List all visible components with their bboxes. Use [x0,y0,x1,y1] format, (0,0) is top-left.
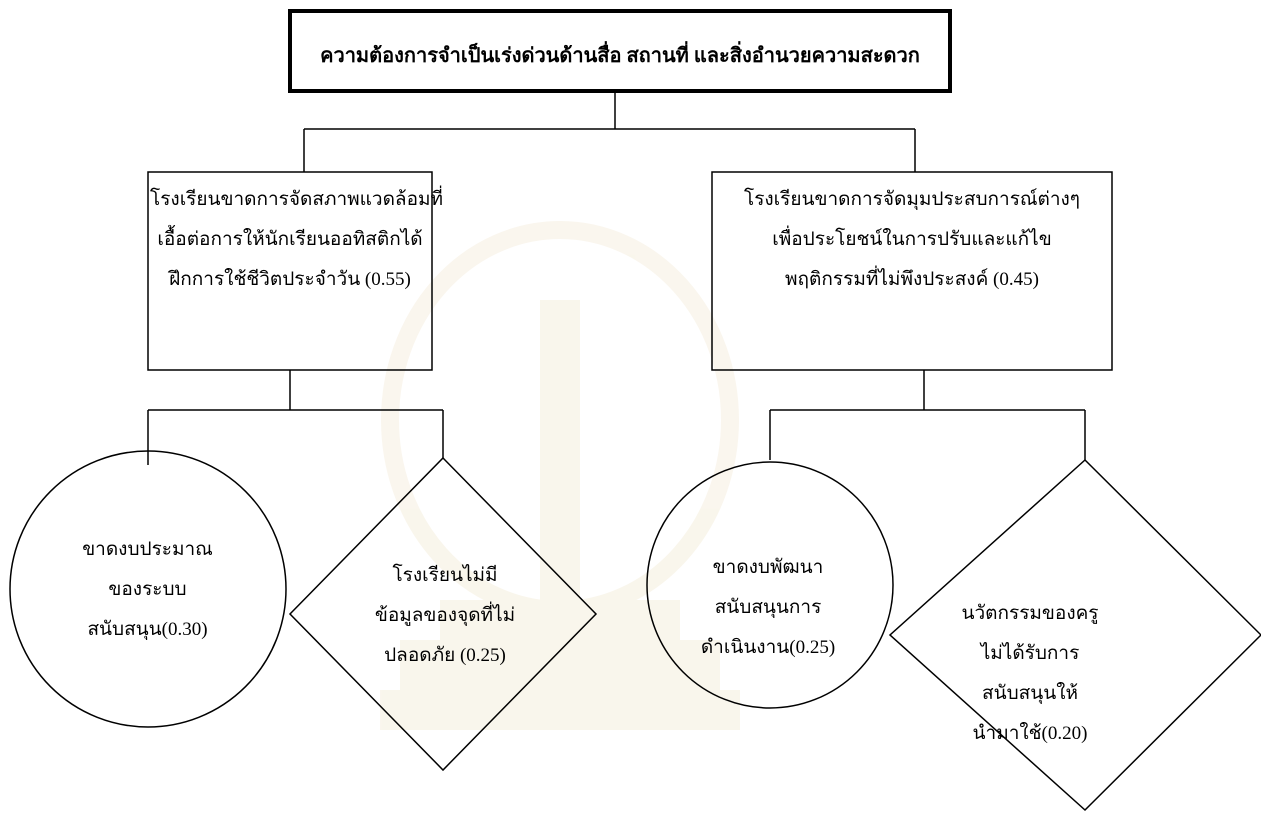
right-diamond-line: นำมาใช้(0.20) [972,723,1088,744]
right-box [711,171,1113,371]
right-circle-label: ขาดงบพัฒนา สนับสนุนการ ดำเนินงาน(0.25) [648,548,888,668]
root-node-label: ความต้องการจำเป็นเร่งด่วนด้านสื่อ สถานที… [290,30,950,82]
left-circle-label: ขาดงบประมาณ ของระบบ สนับสนุน(0.30) [20,530,275,650]
left-diamond [288,456,598,772]
right-line: โรงเรียนขาดการจัดมุมประสบการณ์ต่างๆ [743,189,1081,210]
right-circle-line: สนับสนุนการ [714,597,822,618]
left-circle-line: ของระบบ [108,579,187,600]
left-diamond-line: ข้อมูลของจุดที่ไม่ [374,605,516,626]
right-diamond-line: นวัตกรรมของครู [961,603,1099,624]
left-circle-line: สนับสนุน(0.30) [87,619,208,640]
left-circle-line: ขาดงบประมาณ [82,539,213,560]
left-line: เอื้อต่อการให้นักเรียนออทิสติกได้ [157,229,423,250]
left-node-label: โรงเรียนขาดการจัดสภาพแวดล้อมที่ เอื้อต่อ… [150,180,444,300]
root-box [288,9,952,93]
right-diamond-label: นวัตกรรมของครู ไม่ได้รับการ สนับสนุนให้ … [900,594,1160,754]
left-circle [9,450,287,728]
watermark-seal [380,221,740,730]
left-diamond-line: ปลอดภัย (0.25) [384,645,506,666]
left-box [147,171,433,371]
right-node-label: โรงเรียนขาดการจัดมุมประสบการณ์ต่างๆ เพื่… [712,180,1112,300]
right-circle-line: ดำเนินงาน(0.25) [700,637,836,658]
right-diamond [888,458,1261,812]
right-circle [646,461,894,709]
left-line: โรงเรียนขาดการจัดสภาพแวดล้อมที่ [150,189,444,210]
right-circle-line: ขาดงบพัฒนา [712,557,824,578]
right-diamond-line: สนับสนุนให้ [981,683,1079,704]
right-line: เพื่อประโยชน์ในการปรับและแก้ไข [772,229,1052,250]
left-diamond-line: โรงเรียนไม่มี [392,565,498,586]
left-diamond-label: โรงเรียนไม่มี ข้อมูลของจุดที่ไม่ ปลอดภัย… [300,556,590,676]
root-line: ความต้องการจำเป็นเร่งด่วนด้านสื่อ สถานที… [320,45,920,67]
left-line: ฝึกการใช้ชีวิตประจำวัน (0.55) [169,269,411,290]
connectors [147,91,1086,465]
right-line: พฤติกรรมที่ไม่พึงประสงค์ (0.45) [785,269,1039,290]
right-diamond-line: ไม่ได้รับการ [980,643,1080,664]
